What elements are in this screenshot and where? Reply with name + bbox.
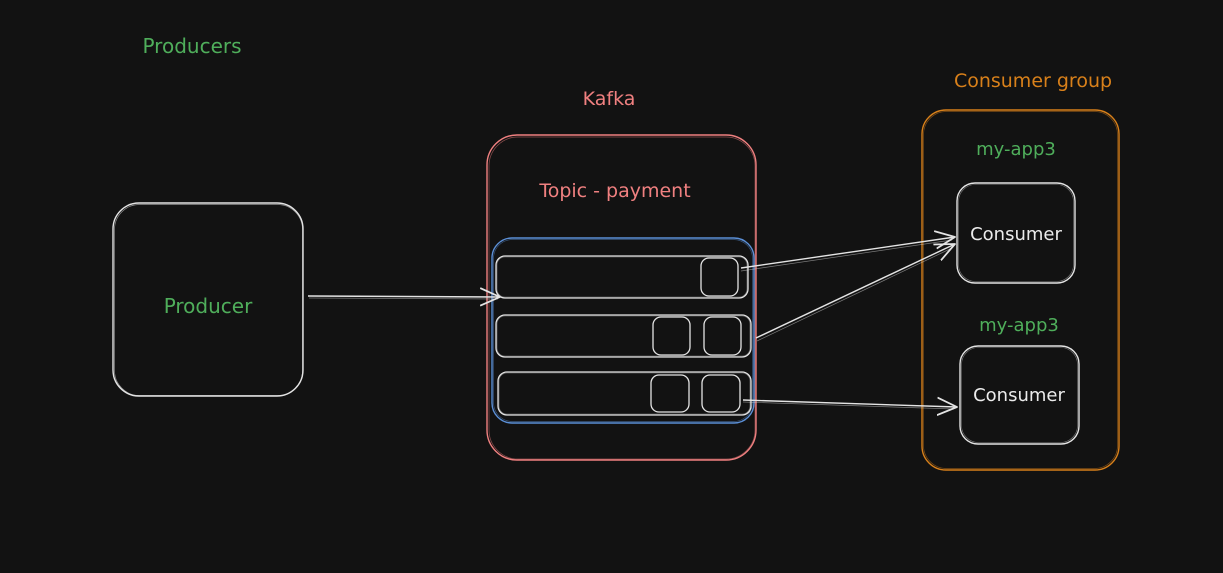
consumer-2-label: Consumer (973, 385, 1065, 406)
consumer-1-app-label: my-app3 (976, 139, 1056, 160)
partition-2 (495, 314, 752, 358)
partition-1 (495, 255, 749, 299)
partition-1-message-1 (700, 257, 739, 297)
partition-3-message-1 (650, 374, 690, 413)
arrow-producer-to-topic (307, 296, 500, 299)
consumer-1-box (956, 182, 1076, 284)
consumer-2-app-label: my-app3 (979, 315, 1059, 336)
arrow-partition-2-to-consumer-1 (755, 244, 955, 342)
partition-3-message-2 (701, 374, 741, 413)
arrow-partition-3-to-consumer-2 (742, 400, 957, 409)
consumer-group-box (921, 109, 1120, 471)
producer-box (112, 202, 304, 397)
producer-label: Producer (164, 294, 253, 318)
consumer-1-label: Consumer (970, 224, 1062, 245)
kafka-title: Kafka (583, 88, 636, 110)
consumer-2-box (959, 345, 1080, 445)
partition-2-message-2 (703, 316, 742, 356)
partition-2-message-1 (652, 316, 691, 356)
producers-title: Producers (142, 34, 241, 58)
topic-partitions-box (491, 237, 755, 424)
consumer-group-title: Consumer group (954, 70, 1112, 92)
partition-3 (497, 371, 752, 416)
arrow-partition-1-to-consumer-1 (740, 237, 955, 272)
topic-title: Topic - payment (538, 180, 690, 202)
